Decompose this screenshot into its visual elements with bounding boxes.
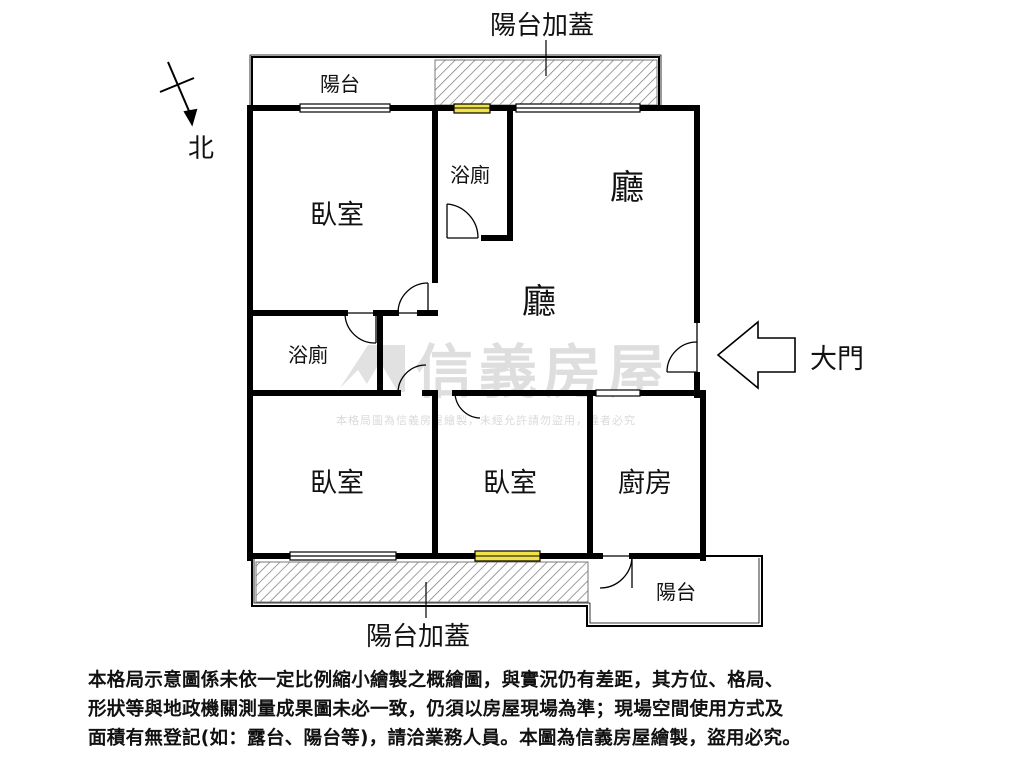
disclaimer-line: 面積有無登記(如：露台、陽台等)，請洽業務人員。本圖為信義房屋繪製，盜用必究。 <box>88 728 802 749</box>
bedroom-bottom-mid-label: 臥室 <box>483 468 537 499</box>
bathroom-top-label: 浴廁 <box>450 163 490 187</box>
main-door-label: 大門 <box>810 344 864 375</box>
balcony-bottom-right-label: 陽台 <box>656 580 696 604</box>
watermark: 信義房屋 本格局圖為信義房屋繪製，未經允許請勿盜用，違者必究 <box>336 338 665 427</box>
door-swings <box>344 203 698 589</box>
north-label: 北 <box>188 134 214 164</box>
watermark-notice: 本格局圖為信義房屋繪製，未經允許請勿盜用，違者必究 <box>336 413 636 427</box>
bathroom-left-label: 浴廁 <box>288 343 328 367</box>
disclaimer: 本格局示意圖係未依一定比例縮小繪製之概繪圖，與實況仍有差距，其方位、格局、 形狀… <box>88 666 948 753</box>
balcony-addition-bottom-label: 陽台加蓋 <box>366 622 470 652</box>
balcony-top-label: 陽台 <box>320 72 360 96</box>
balcony-bottom-area <box>251 555 763 627</box>
bedroom-top-left-label: 臥室 <box>310 200 364 231</box>
north-arrow-icon <box>159 61 198 127</box>
brand-logo-icon <box>340 345 405 392</box>
balcony-addition-bottom-hatch <box>255 561 589 603</box>
kitchen-label: 廚房 <box>618 468 672 499</box>
entrance-arrow-icon <box>716 320 796 390</box>
living-top-label: 廳 <box>610 168 644 208</box>
room-labels: 陽台加蓋 陽台 浴廁 廳 臥室 廳 浴廁 大門 臥室 臥室 廚房 陽台 陽台加蓋… <box>188 11 864 652</box>
balcony-addition-top-label: 陽台加蓋 <box>490 11 594 41</box>
balcony-top-area <box>249 40 662 108</box>
windows <box>289 103 641 561</box>
floor-plan: 信義房屋 本格局圖為信義房屋繪製，未經允許請勿盜用，違者必究 <box>159 11 864 652</box>
disclaimer-line: 本格局示意圖係未依一定比例縮小繪製之概繪圖，與實況仍有差距，其方位、格局、 <box>88 670 784 691</box>
living-center-label: 廳 <box>522 282 556 322</box>
yellow-windows <box>453 103 541 562</box>
bedroom-bottom-left-label: 臥室 <box>310 468 364 499</box>
disclaimer-line: 形狀等與地政機關測量成果圖未必一致，仍須以房屋現場為準；現場空間使用方式及 <box>88 699 784 720</box>
